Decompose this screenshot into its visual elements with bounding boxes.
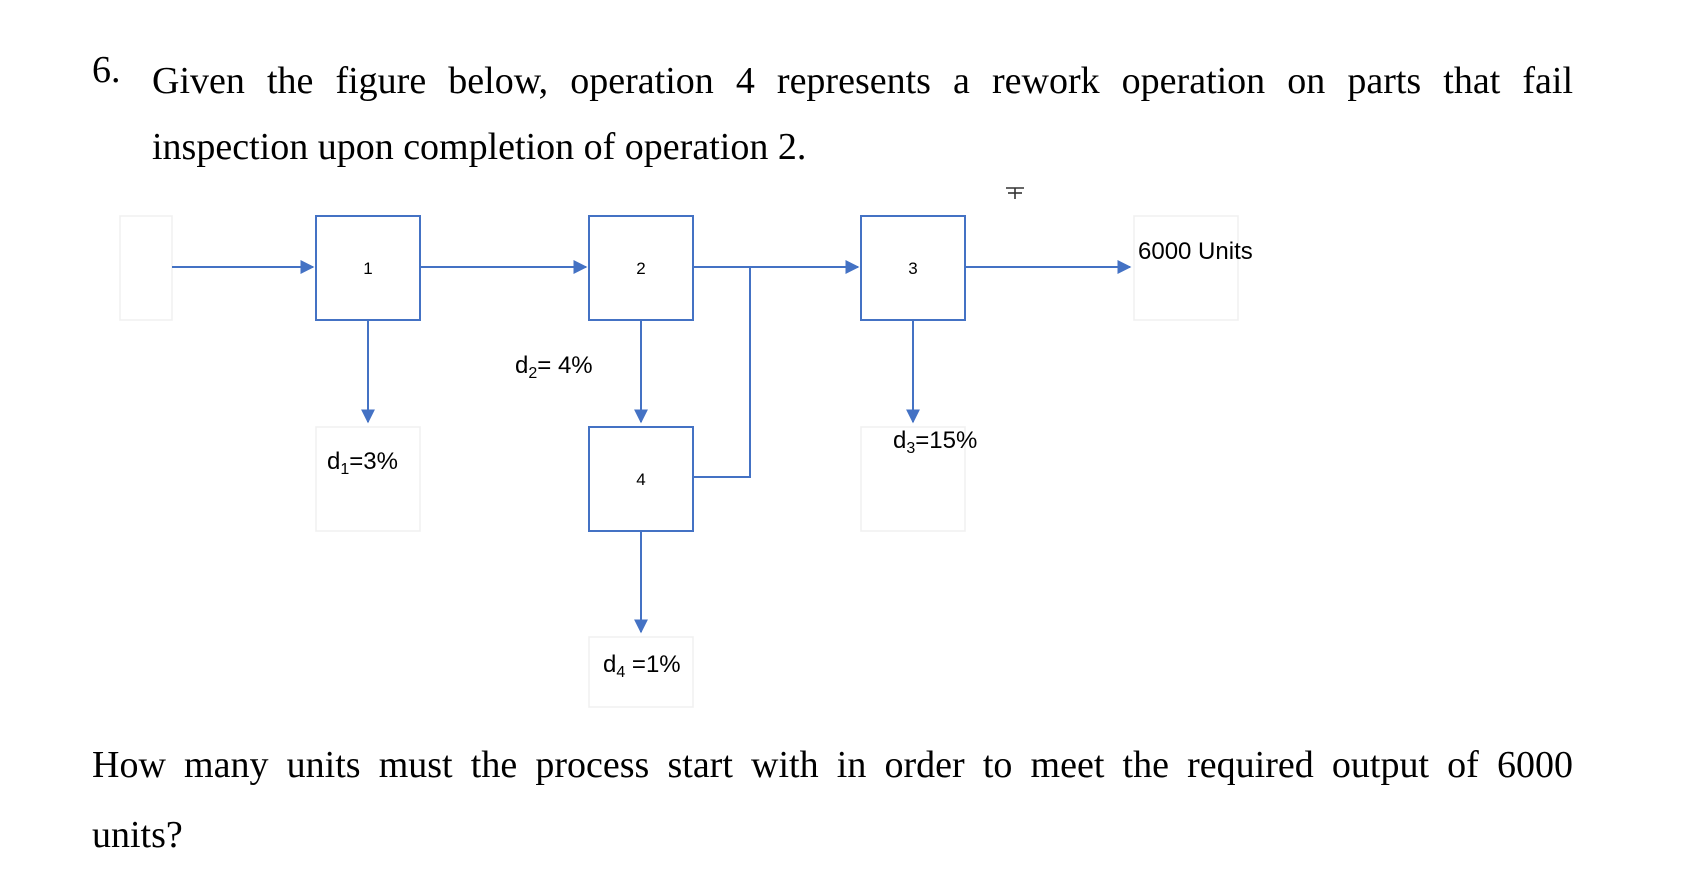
question-prompt-line1: How many units must the process start wi… [92,744,1573,786]
question-prompt: How many units must the process start wi… [92,730,1573,870]
cursor-icon [1006,187,1024,199]
question-intro-line1: Given the figure below, operation 4 repr… [152,60,1573,102]
operation-4-box [588,426,694,532]
operation-2-box [588,215,694,321]
question-prompt-line2: units? [92,814,183,856]
question-intro-line2: inspection upon completion of operation … [152,126,807,168]
output-units-label: 6000 Units [1138,238,1253,265]
operation-3-box [860,215,966,321]
d4-placeholder-box [588,636,694,708]
input-placeholder-box [119,215,173,321]
output-placeholder-box [1133,215,1239,321]
operation-3-label: 3 [908,259,917,278]
defect-d2-label: d2= 4% [515,352,593,382]
question-number: 6. [92,49,121,91]
operation-1-label: 1 [363,259,372,278]
process-flow-diagram: 1 2 3 4 6000 Units d1=3% d2= 4% d3=15% d… [119,187,1253,708]
question-intro: Given the figure below, operation 4 repr… [152,48,1573,180]
d1-placeholder-box [315,426,421,532]
defect-d4-label: d4 =1% [603,651,681,681]
operation-4-label: 4 [636,470,645,489]
operation-1-box [315,215,421,321]
defect-d1-label: d1=3% [327,448,398,478]
defect-d3-label: d3=15% [893,427,977,457]
operation-2-label: 2 [636,259,645,278]
rework-return-line [693,267,751,478]
d3-placeholder-box [860,426,966,532]
